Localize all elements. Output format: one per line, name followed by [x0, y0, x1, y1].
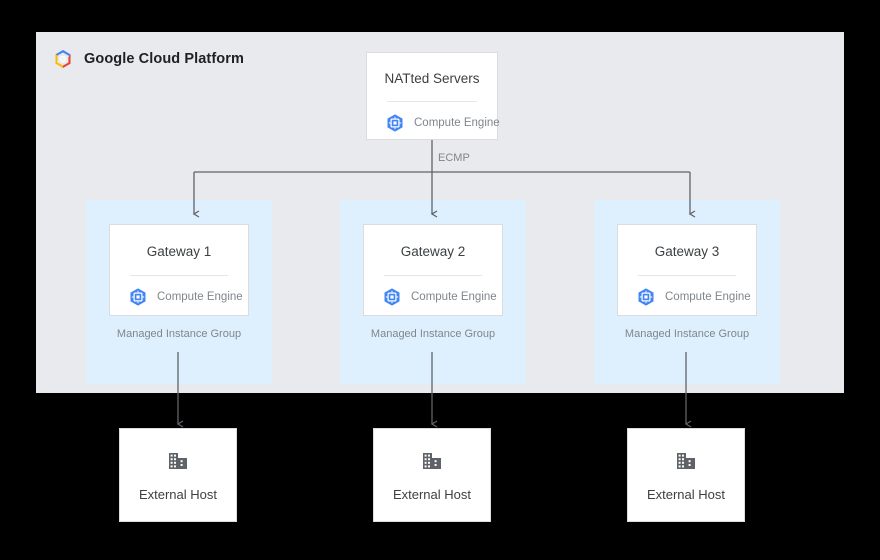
natted-servers-service-label: Compute Engine	[414, 117, 500, 129]
card-divider	[387, 101, 477, 102]
compute-engine-icon	[636, 287, 656, 307]
gateway-1-title: Gateway 1	[146, 244, 212, 259]
external-host-card-3[interactable]: External Host	[627, 428, 745, 522]
external-host-label-2: External Host	[392, 486, 472, 502]
gateway-2-card[interactable]: Gateway 2 Compute E	[363, 224, 503, 316]
gateway-3-service: Compute Engine	[636, 287, 751, 307]
managed-instance-group-1[interactable]: Gateway 1 Compute E	[86, 200, 272, 384]
compute-engine-icon	[128, 287, 148, 307]
gateway-3-title: Gateway 3	[654, 244, 720, 259]
external-host-label-1: External Host	[138, 486, 218, 502]
gateway-2-service: Compute Engine	[382, 287, 497, 307]
google-cloud-hexagon-icon	[52, 48, 74, 70]
office-building-icon	[166, 449, 190, 473]
managed-instance-group-3-label: Managed Instance Group	[624, 328, 750, 340]
ecmp-edge-label: ECMP	[438, 152, 470, 164]
managed-instance-group-3[interactable]: Gateway 3 Compute E	[594, 200, 780, 384]
card-divider	[384, 275, 482, 276]
gateway-3-service-label: Compute Engine	[665, 291, 751, 303]
gateway-1-service: Compute Engine	[128, 287, 243, 307]
gateway-2-service-label: Compute Engine	[411, 291, 497, 303]
google-cloud-platform-panel: Google Cloud Platform NATted Servers	[36, 32, 844, 393]
card-divider	[130, 275, 228, 276]
gcp-panel-title: Google Cloud Platform	[84, 51, 244, 67]
gateway-3-card[interactable]: Gateway 3 Compute E	[617, 224, 757, 316]
natted-servers-title: NATted Servers	[384, 71, 480, 86]
gcp-panel-header: Google Cloud Platform	[52, 48, 244, 70]
card-divider	[638, 275, 736, 276]
compute-engine-icon	[385, 113, 405, 133]
office-building-icon	[420, 449, 444, 473]
gateway-2-title: Gateway 2	[400, 244, 466, 259]
natted-servers-card[interactable]: NATted Servers Compute Engine	[366, 52, 500, 140]
external-host-card-1[interactable]: External Host	[119, 428, 237, 522]
office-building-icon	[674, 449, 698, 473]
gateway-1-card[interactable]: Gateway 1 Compute E	[109, 224, 249, 316]
managed-instance-group-2-label: Managed Instance Group	[370, 328, 496, 340]
managed-instance-group-2[interactable]: Gateway 2 Compute E	[340, 200, 526, 384]
compute-engine-icon	[382, 287, 402, 307]
external-host-card-2[interactable]: External Host	[373, 428, 491, 522]
external-host-label-3: External Host	[646, 486, 726, 502]
managed-instance-group-1-label: Managed Instance Group	[116, 328, 242, 340]
natted-servers-service: Compute Engine	[385, 113, 500, 133]
gateway-1-service-label: Compute Engine	[157, 291, 243, 303]
